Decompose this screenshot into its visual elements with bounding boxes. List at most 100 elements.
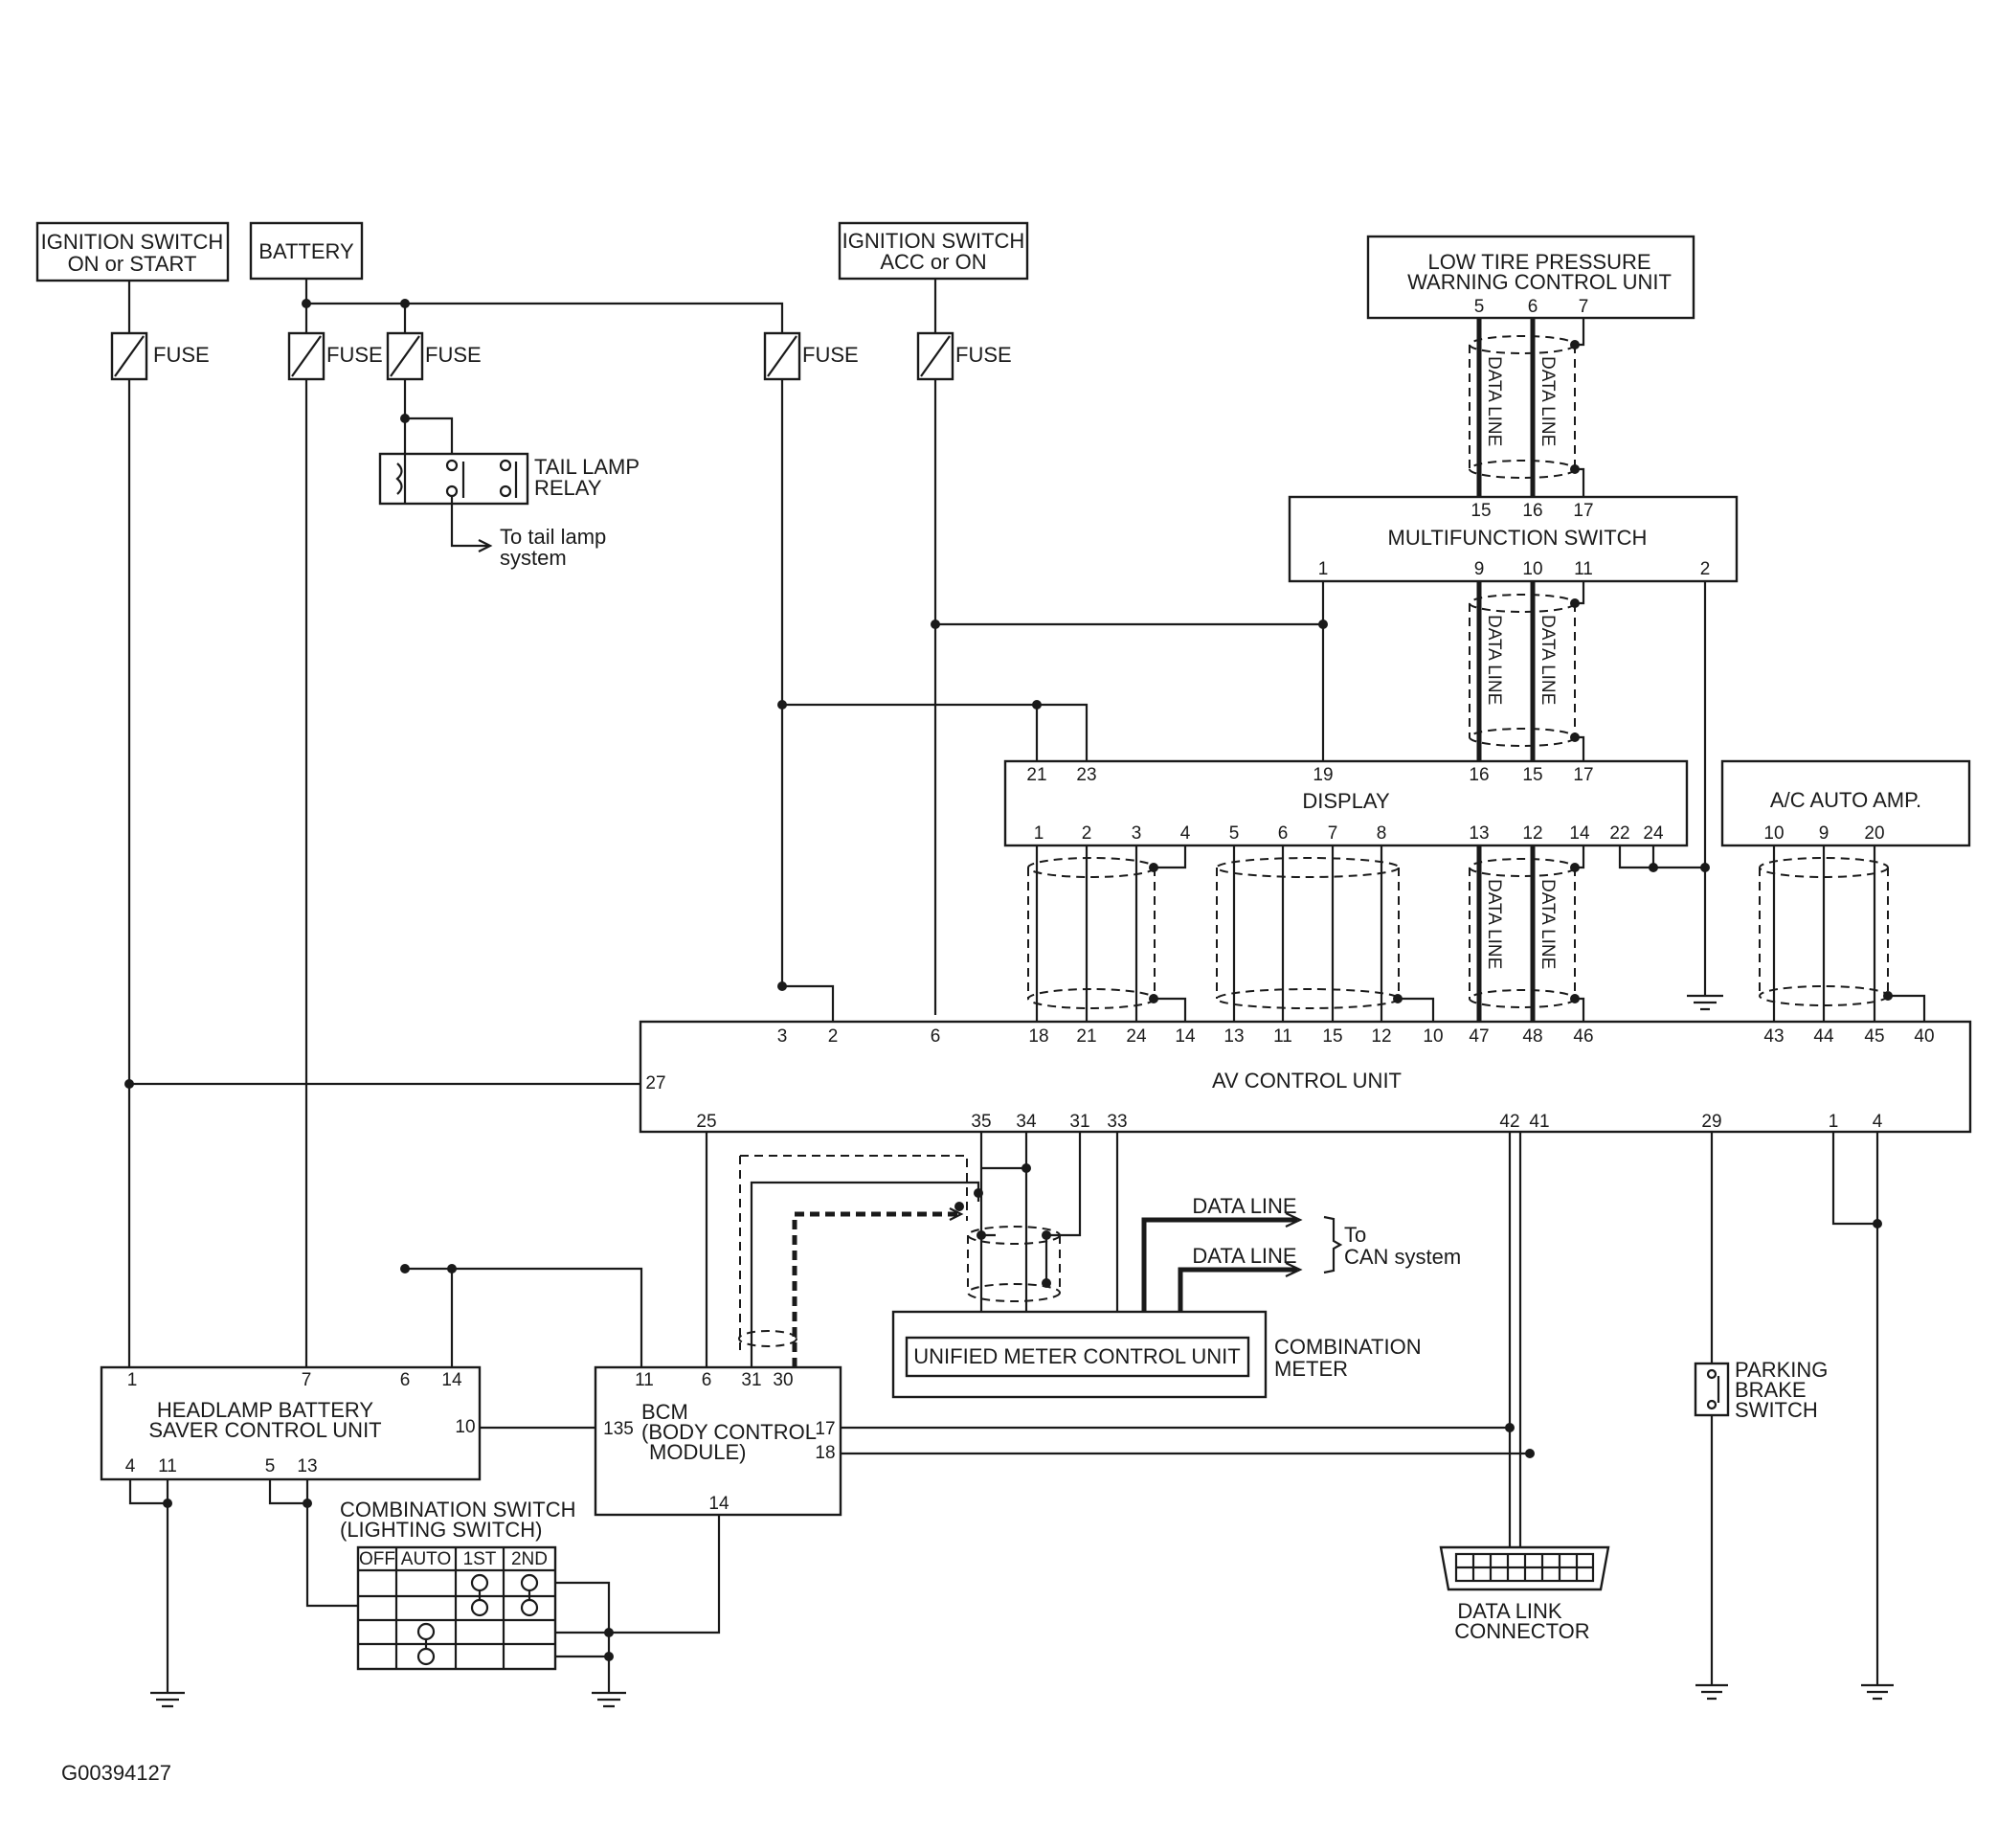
svg-text:16: 16 [1469,765,1489,785]
svg-text:DATA LINE: DATA LINE [1484,356,1504,446]
svg-text:ACC or ON: ACC or ON [880,250,986,274]
svg-text:DATA LINE: DATA LINE [1484,879,1504,969]
svg-text:31: 31 [741,1370,761,1390]
svg-text:SAVER CONTROL UNIT: SAVER CONTROL UNIT [148,1418,381,1442]
svg-text:5: 5 [1474,297,1485,317]
svg-text:12: 12 [1371,1026,1391,1047]
svg-text:6: 6 [702,1370,712,1390]
svg-text:FUSE: FUSE [153,343,210,367]
svg-text:OFF: OFF [359,1549,395,1569]
svg-text:17: 17 [815,1419,835,1439]
combination-meter: UNIFIED METER CONTROL UNIT COMBINATION M… [891,1310,1422,1399]
svg-text:16: 16 [1522,501,1542,521]
svg-text:6: 6 [1278,823,1289,844]
svg-text:40: 40 [1914,1026,1934,1047]
data-link-connector: DATA LINK CONNECTOR [1439,1545,1610,1643]
svg-text:24: 24 [1126,1026,1147,1047]
svg-text:9: 9 [1474,559,1485,579]
svg-text:DATA LINE: DATA LINE [1538,879,1558,969]
svg-text:1: 1 [127,1370,138,1390]
svg-text:31: 31 [1069,1112,1089,1132]
svg-text:COMBINATION: COMBINATION [1274,1335,1422,1359]
svg-text:(BODY CONTROL: (BODY CONTROL [641,1420,817,1444]
svg-text:DATA LINK: DATA LINK [1457,1599,1562,1623]
svg-text:ON or START: ON or START [68,252,197,276]
svg-text:43: 43 [1763,1026,1784,1047]
svg-text:To tail lamp: To tail lamp [500,525,606,549]
svg-text:11: 11 [1574,559,1593,579]
svg-text:2: 2 [828,1026,839,1047]
svg-text:DATA LINE: DATA LINE [1538,615,1558,705]
svg-text:AV CONTROL UNIT: AV CONTROL UNIT [1212,1069,1402,1093]
svg-text:DATA LINE: DATA LINE [1538,356,1558,446]
svg-text:18: 18 [815,1443,835,1463]
can-data-lines: DATA LINE DATA LINE To CAN system [1141,1194,1461,1321]
headlamp-battery-saver-control-unit: 1 7 6 14 HEADLAMP BATTERY SAVER CONTROL … [100,1365,482,1481]
svg-text:1: 1 [1318,559,1329,579]
svg-text:CONNECTOR: CONNECTOR [1454,1619,1589,1643]
svg-text:IGNITION SWITCH: IGNITION SWITCH [41,230,224,254]
svg-text:13: 13 [297,1456,317,1476]
av-control-unit: 3 2 6 18 21 24 14 13 11 15 12 10 47 48 4… [639,1020,1972,1134]
svg-text:LOW TIRE PRESSURE: LOW TIRE PRESSURE [1427,250,1650,274]
svg-text:10: 10 [1522,559,1542,579]
svg-text:8: 8 [1377,823,1387,844]
svg-text:41: 41 [1529,1112,1549,1132]
fuse-1: FUSE [110,331,210,381]
parking-brake-switch: PARKING BRAKE SWITCH [1694,1358,1828,1422]
svg-text:1: 1 [1034,823,1044,844]
svg-text:DATA LINE: DATA LINE [1484,615,1504,705]
display-unit: 21 23 19 16 15 17 DISPLAY 1 2 3 4 5 6 7 … [1003,759,1689,847]
svg-text:30: 30 [773,1370,793,1390]
display-to-av-wiring: DATA LINE DATA LINE [777,845,1926,1022]
svg-text:DATA LINE: DATA LINE [1192,1244,1296,1268]
svg-text:WARNING CONTROL UNIT: WARNING CONTROL UNIT [1407,270,1672,294]
svg-text:135: 135 [603,1419,634,1439]
svg-text:PARKING: PARKING [1735,1358,1828,1382]
svg-text:7: 7 [1328,823,1338,844]
svg-text:19: 19 [1313,765,1333,785]
svg-text:29: 29 [1701,1112,1721,1132]
svg-text:FUSE: FUSE [326,343,383,367]
svg-text:17: 17 [1573,501,1593,521]
svg-text:11: 11 [635,1370,654,1390]
svg-text:system: system [500,546,567,570]
svg-text:11: 11 [158,1456,177,1476]
svg-text:(LIGHTING SWITCH): (LIGHTING SWITCH) [340,1518,542,1542]
svg-text:10: 10 [1423,1026,1443,1047]
svg-text:A/C AUTO AMP.: A/C AUTO AMP. [1770,788,1921,812]
svg-text:6: 6 [931,1026,941,1047]
fuse-4: FUSE [763,331,859,381]
ignition-switch-acc-on-box: IGNITION SWITCH ACC or ON [838,221,1029,281]
svg-text:1ST: 1ST [463,1549,497,1569]
data-line-low-tire-to-mfs: DATA LINE DATA LINE [1469,318,1585,497]
svg-text:34: 34 [1016,1112,1037,1132]
svg-text:33: 33 [1107,1112,1127,1132]
svg-text:SWITCH: SWITCH [1735,1398,1818,1422]
svg-text:3: 3 [1132,823,1142,844]
svg-text:14: 14 [1175,1026,1196,1047]
svg-text:18: 18 [1028,1026,1048,1047]
svg-text:48: 48 [1522,1026,1542,1047]
av-pin27-wire [124,1079,640,1089]
av-bottom-wiring [705,1132,1894,1701]
svg-text:20: 20 [1864,823,1884,844]
svg-text:35: 35 [971,1112,991,1132]
svg-text:4: 4 [1180,823,1191,844]
svg-text:FUSE: FUSE [802,343,859,367]
svg-text:UNIFIED METER CONTROL UNIT: UNIFIED METER CONTROL UNIT [913,1344,1240,1368]
diagram-id: G00394127 [61,1761,171,1785]
svg-text:44: 44 [1813,1026,1834,1047]
svg-text:27: 27 [645,1073,665,1093]
svg-text:5: 5 [265,1456,276,1476]
svg-text:RELAY: RELAY [534,476,602,500]
ignition-switch-on-start-box: IGNITION SWITCH ON or START [35,221,230,282]
svg-text:23: 23 [1076,765,1096,785]
svg-text:BATTERY: BATTERY [258,239,354,263]
svg-text:2ND: 2ND [511,1549,548,1569]
low-tire-pressure-warning-control-unit: LOW TIRE PRESSURE WARNING CONTROL UNIT 5… [1366,235,1695,320]
svg-text:COMBINATION SWITCH: COMBINATION SWITCH [340,1498,575,1521]
svg-text:2: 2 [1700,559,1711,579]
svg-text:AUTO: AUTO [401,1549,451,1569]
svg-text:6: 6 [400,1370,411,1390]
